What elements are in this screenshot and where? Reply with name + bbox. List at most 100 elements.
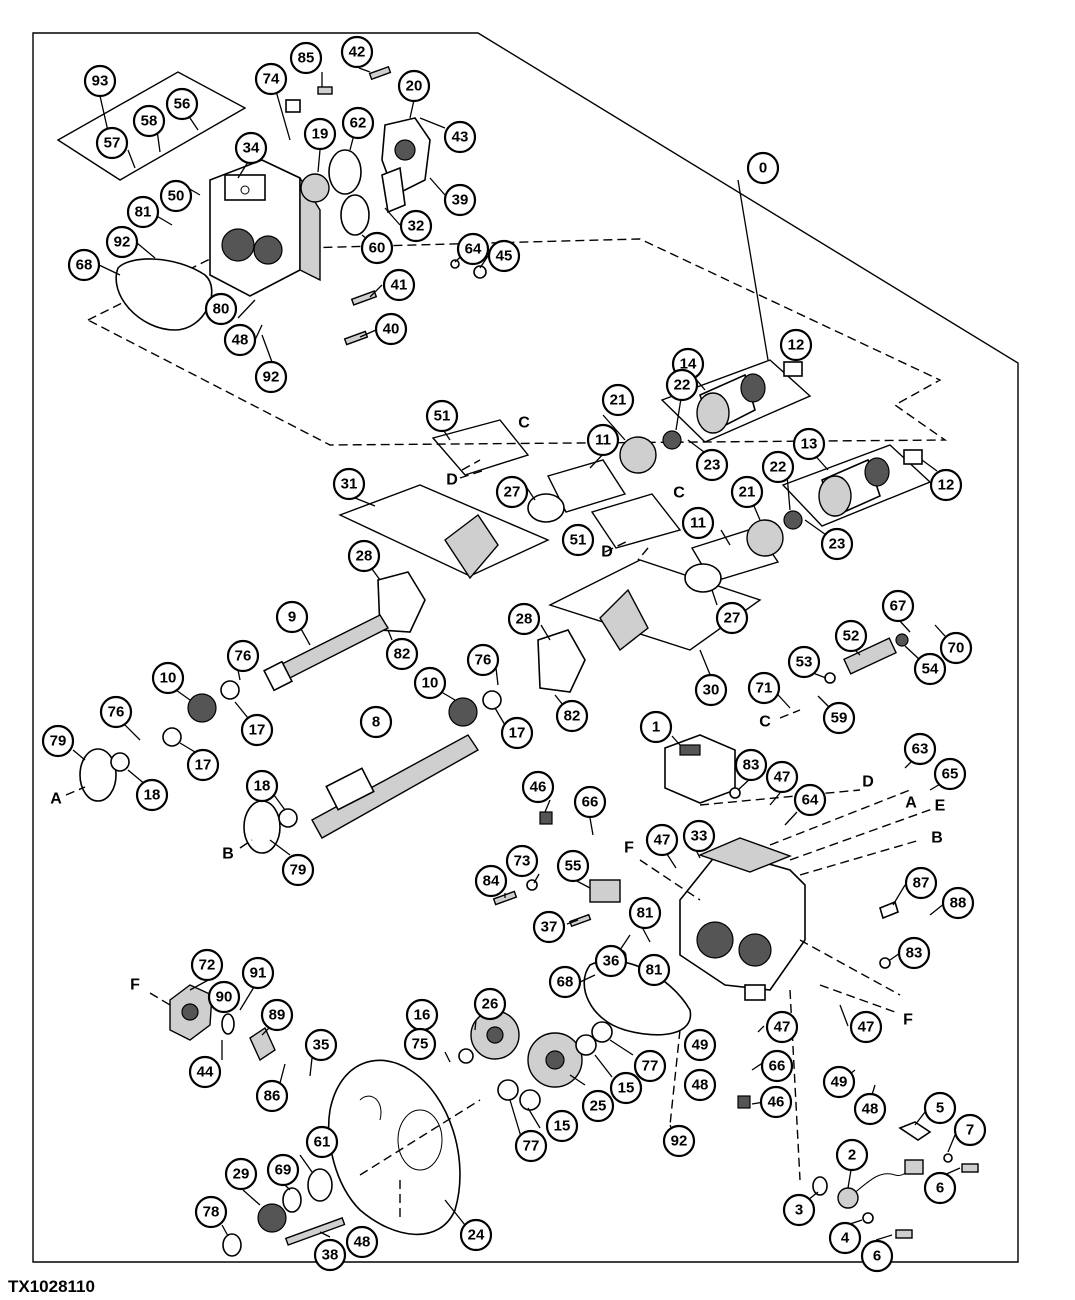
- callout-circle: 83: [897, 936, 931, 970]
- callout-circle: 59: [822, 701, 856, 735]
- callout-circle: 82: [555, 699, 589, 733]
- bolt-6-b: [895, 1229, 913, 1239]
- callout-label: 89: [269, 1007, 286, 1024]
- callout-circle: 73: [505, 844, 539, 878]
- callout-label: 18: [254, 778, 271, 795]
- callout-label: 41: [391, 277, 408, 294]
- ref-letter: D: [601, 544, 613, 561]
- callout-circle: 48: [223, 323, 257, 357]
- callout-circle: 75: [403, 1027, 437, 1061]
- callout-label: 87: [913, 875, 930, 892]
- callout-label: 23: [704, 457, 721, 474]
- callout-circle: 81: [126, 195, 160, 229]
- callout-label: 47: [774, 1019, 791, 1036]
- callout-circle: 68: [548, 965, 582, 999]
- ring-15-b: [519, 1089, 541, 1111]
- callout-circle: 33: [682, 819, 716, 853]
- callout-circle: 47: [765, 1010, 799, 1044]
- callout-circle: 25: [581, 1089, 615, 1123]
- callout-label: 93: [92, 73, 109, 90]
- callout-circle: 79: [41, 724, 75, 758]
- valve-plate-21-upper: [619, 436, 657, 474]
- callout-label: 7: [966, 1122, 974, 1139]
- callout-label: 49: [831, 1074, 848, 1091]
- callout-circle: 19: [303, 117, 337, 151]
- callout-circle: 16: [405, 998, 439, 1032]
- callout-label: 83: [906, 945, 923, 962]
- callout-label: 47: [858, 1019, 875, 1036]
- callout-circle: 20: [397, 69, 431, 103]
- callout-circle: 24: [459, 1218, 493, 1252]
- callout-label: 32: [408, 218, 425, 235]
- coupler-89: [249, 1026, 276, 1062]
- callout-circle: 54: [913, 652, 947, 686]
- callout-circle: 44: [188, 1055, 222, 1089]
- callout-circle: 50: [159, 179, 193, 213]
- callout-circle: 76: [466, 643, 500, 677]
- bracket-5: [898, 1121, 932, 1141]
- cylinder-block-13: [818, 457, 890, 518]
- callout-circle: 82: [385, 637, 419, 671]
- ref-letter: C: [673, 485, 685, 502]
- callout-circle: 21: [730, 475, 764, 509]
- fitting-83-a: [729, 787, 741, 799]
- callout-circle: 64: [793, 783, 827, 817]
- callout-circle: 27: [715, 601, 749, 635]
- callout-label: 60: [369, 240, 386, 257]
- callout-label: 51: [434, 408, 451, 425]
- bolt-42: [368, 65, 392, 81]
- callout-label: 36: [603, 953, 620, 970]
- callout-circle: 11: [681, 506, 715, 540]
- callout-label: 38: [322, 1247, 339, 1264]
- ref-letter: B: [931, 830, 943, 847]
- callout-circle: 58: [132, 104, 166, 138]
- callout-label: 78: [203, 1204, 220, 1221]
- callout-circle: 21: [601, 383, 635, 417]
- bushing-12-lower: [903, 449, 923, 465]
- callout-label: 22: [674, 377, 691, 394]
- mount-55: [589, 879, 621, 903]
- callout-label: 77: [642, 1058, 659, 1075]
- ref-letter: C: [759, 714, 771, 731]
- ref-letter: F: [903, 1012, 913, 1029]
- callout-label: 42: [349, 44, 366, 61]
- callout-label: 81: [135, 204, 152, 221]
- ring-90: [221, 1013, 235, 1035]
- callout-circle: 17: [500, 716, 534, 750]
- callout-circle: 67: [881, 589, 915, 623]
- pin-85: [317, 86, 333, 95]
- bearing-cover-28-lower: [537, 629, 586, 693]
- callout-circle: 76: [226, 639, 260, 673]
- callout-circle: 28: [347, 539, 381, 573]
- callout-circle: 38: [313, 1238, 347, 1272]
- callout-label: 86: [264, 1088, 281, 1105]
- callout-label: 23: [829, 536, 846, 553]
- callout-label: 91: [250, 965, 267, 982]
- snap-ring-17-c: [482, 690, 502, 710]
- callout-label: 69: [275, 1162, 292, 1179]
- callout-label: 77: [523, 1138, 540, 1155]
- kit-box-14: [660, 359, 812, 443]
- callout-label: 24: [468, 1227, 485, 1244]
- callout-circle: 11: [586, 423, 620, 457]
- callout-label: 11: [595, 432, 611, 449]
- callout-label: 21: [739, 484, 756, 501]
- callout-label: 20: [406, 78, 423, 95]
- callout-label: 18: [144, 787, 161, 804]
- callout-circle: 57: [95, 126, 129, 160]
- callout-label: 68: [557, 974, 574, 991]
- callout-circle: 70: [939, 631, 973, 665]
- callout-label: 48: [232, 332, 249, 349]
- callout-label: 25: [590, 1098, 607, 1115]
- callout-label: 52: [843, 628, 860, 645]
- callout-circle: 10: [413, 666, 447, 700]
- snap-ring-17-a: [220, 680, 240, 700]
- kit-box-51-upper: [431, 419, 530, 476]
- callout-label: 37: [541, 919, 558, 936]
- callout-circle: 85: [289, 41, 323, 75]
- callout-circle: 34: [234, 131, 268, 165]
- callout-circle: 47: [645, 823, 679, 857]
- nut-53: [824, 672, 836, 684]
- ring-61: [307, 1168, 333, 1202]
